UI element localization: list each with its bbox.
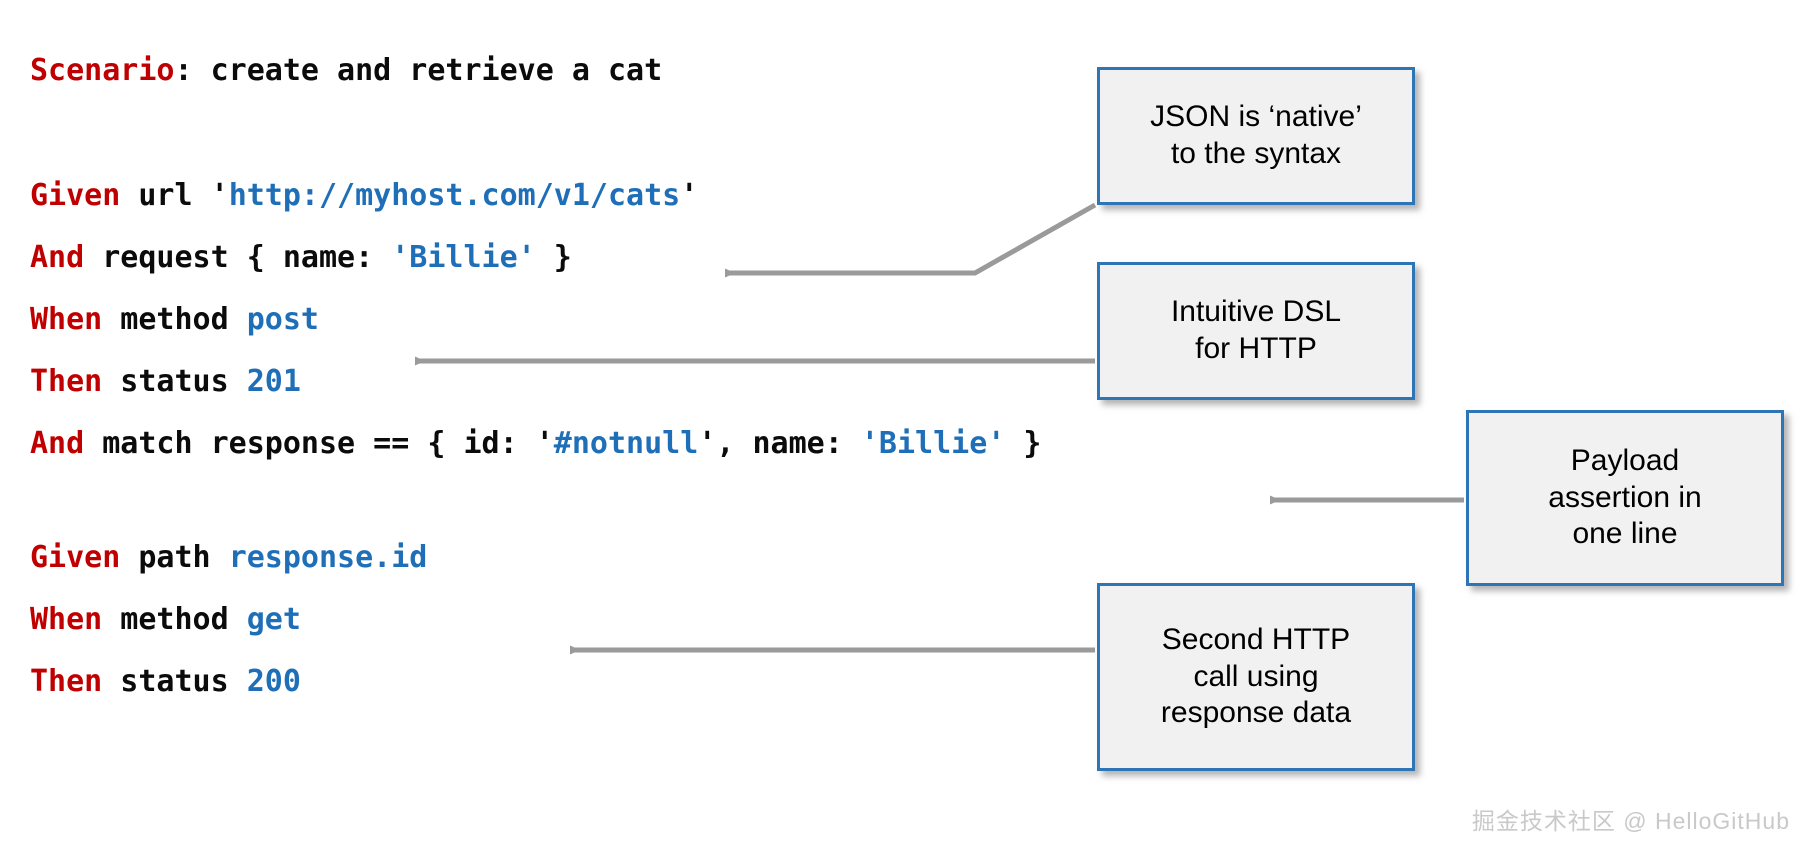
given-path-middle: path bbox=[120, 540, 229, 575]
quote-open: ' bbox=[210, 178, 229, 213]
quote-close: ' bbox=[680, 178, 699, 213]
and-match-middle: match response == { id: ' bbox=[84, 426, 554, 461]
watermark: 掘金技术社区 @ HelloGitHub bbox=[1471, 808, 1790, 834]
notnull-value: #notnull bbox=[553, 426, 699, 461]
when-post-middle: method bbox=[102, 302, 247, 337]
url-value: http://myhost.com/v1/cats bbox=[228, 178, 681, 213]
keyword-when: When bbox=[30, 302, 103, 337]
callout-intuitive-dsl-text: Intuitive DSL for HTTP bbox=[1170, 295, 1342, 365]
code-line-then-201: Then status 201 bbox=[30, 367, 301, 407]
callout-payload-assertion: Payload assertion in one line bbox=[1466, 410, 1784, 586]
callout-json-native: JSON is ‘native’ to the syntax bbox=[1097, 67, 1415, 205]
given-url-middle: url bbox=[120, 178, 211, 213]
and-match-middle2: ', name: bbox=[698, 426, 861, 461]
when-get-middle: method bbox=[102, 602, 247, 637]
arrow-json-native bbox=[725, 202, 1097, 278]
keyword-and: And bbox=[30, 240, 85, 275]
and-request-middle: request { name: bbox=[84, 240, 392, 275]
code-line-and-request: And request { name: 'Billie' } bbox=[30, 243, 572, 283]
code-line-given-url: Given url 'http://myhost.com/v1/cats' bbox=[30, 181, 698, 221]
keyword-when-get: When bbox=[30, 602, 103, 637]
method-post-value: post bbox=[246, 302, 319, 337]
code-line-when-post: When method post bbox=[30, 305, 319, 345]
keyword-scenario: Scenario bbox=[30, 53, 175, 88]
method-get-value: get bbox=[246, 602, 301, 637]
callout-intuitive-dsl: Intuitive DSL for HTTP bbox=[1097, 262, 1415, 400]
and-match-tail: } bbox=[1005, 426, 1042, 461]
scenario-text: : create and retrieve a cat bbox=[174, 53, 663, 88]
callout-json-native-text: JSON is ‘native’ to the syntax bbox=[1150, 100, 1362, 170]
code-line-then-200: Then status 200 bbox=[30, 667, 301, 707]
code-line-scenario: Scenario: create and retrieve a cat bbox=[30, 56, 662, 96]
path-value: response.id bbox=[228, 540, 428, 575]
code-line-given-path: Given path response.id bbox=[30, 543, 427, 583]
status-201-value: 201 bbox=[246, 364, 301, 399]
match-name-value: 'Billie' bbox=[860, 426, 1006, 461]
code-line-when-get: When method get bbox=[30, 605, 301, 645]
then-201-middle: status bbox=[102, 364, 247, 399]
keyword-then-200: Then bbox=[30, 664, 103, 699]
code-line-and-match: And match response == { id: '#notnull', … bbox=[30, 429, 1041, 469]
and-request-tail: } bbox=[535, 240, 572, 275]
request-name-value: 'Billie' bbox=[391, 240, 536, 275]
callout-payload-assertion-text: Payload assertion in one line bbox=[1548, 444, 1702, 551]
then-200-middle: status bbox=[102, 664, 247, 699]
keyword-given-path: Given bbox=[30, 540, 121, 575]
callout-second-http-text: Second HTTP call using response data bbox=[1160, 623, 1352, 730]
keyword-then: Then bbox=[30, 364, 103, 399]
status-200-value: 200 bbox=[246, 664, 301, 699]
keyword-and-match: And bbox=[30, 426, 85, 461]
callout-second-http: Second HTTP call using response data bbox=[1097, 583, 1415, 771]
keyword-given: Given bbox=[30, 178, 121, 213]
